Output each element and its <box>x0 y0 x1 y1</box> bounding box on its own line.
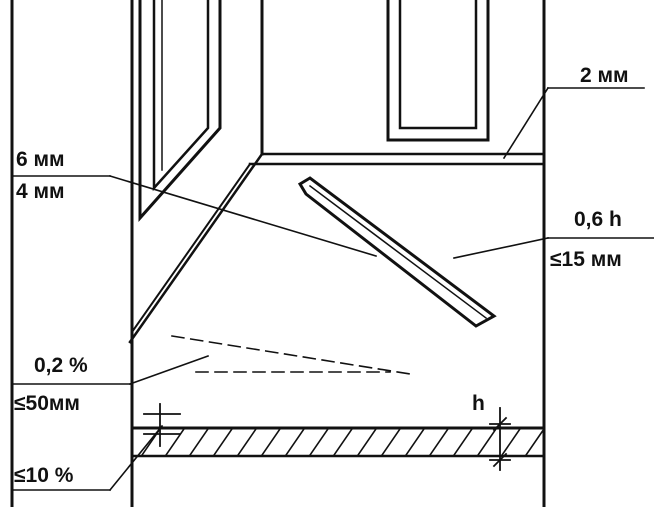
level-mark-crosses <box>143 403 181 447</box>
label-02pct: 0,2 % <box>34 354 88 377</box>
slope-dashed-lines <box>171 335 411 375</box>
leader-lines <box>11 86 654 492</box>
baseboard-corner-line <box>128 152 264 344</box>
side-door <box>138 0 222 222</box>
back-door <box>386 0 490 142</box>
label-6mm: 6 мм <box>16 148 65 171</box>
label-h: h <box>472 392 485 415</box>
label-15mm: ≤15 мм <box>550 248 622 271</box>
baseboard-inner-line <box>130 162 252 334</box>
label-10pct: ≤10 % <box>14 464 74 487</box>
label-06h: 0,6 h <box>574 208 622 231</box>
label-50mm: ≤50мм <box>14 392 80 415</box>
straightedge-beam <box>297 176 497 328</box>
label-4mm: 4 мм <box>16 180 65 203</box>
label-2mm: 2 мм <box>580 64 629 87</box>
height-dimension <box>489 407 511 471</box>
floor-hatching <box>140 428 544 456</box>
